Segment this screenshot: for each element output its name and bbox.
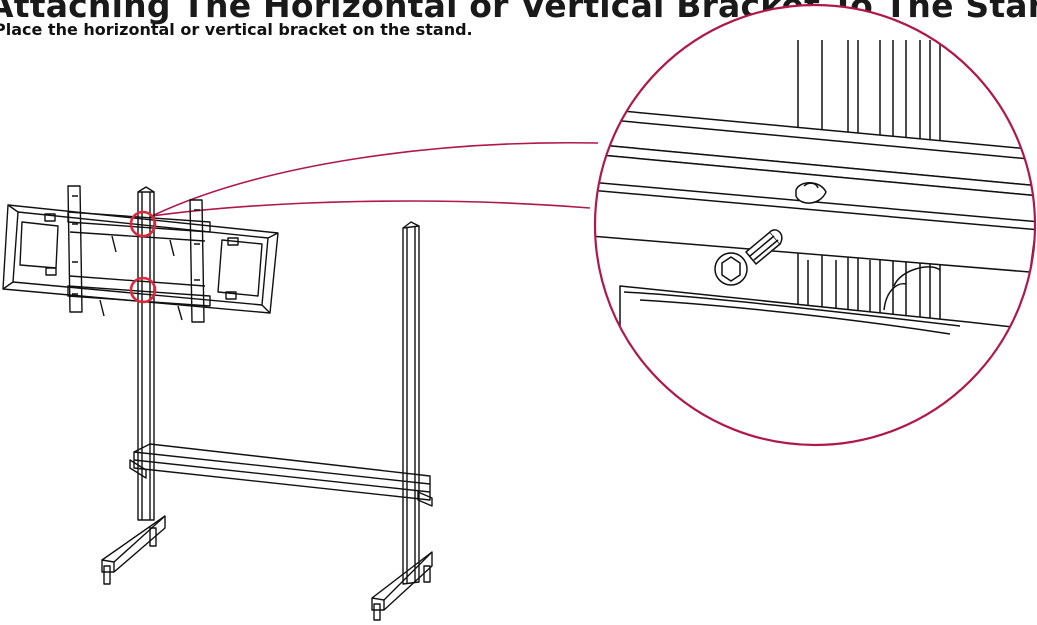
right-column [402,221,420,585]
stand-drawing [2,185,433,621]
cross-bar [129,443,433,507]
display-frame [2,204,279,314]
right-foot [371,551,433,621]
left-foot [101,515,166,585]
instruction-text: Place the horizontal or vertical bracket… [0,20,473,39]
location-markers [129,210,157,304]
detail-magnifier-ring [593,3,1037,447]
callout-lines [151,141,599,217]
left-column [137,186,155,521]
upper-mount-marker [129,210,157,238]
detail-rail [595,107,1035,273]
detail-magnifier [593,3,1037,447]
lower-mount-marker [129,276,157,304]
detail-bolt [714,229,783,286]
